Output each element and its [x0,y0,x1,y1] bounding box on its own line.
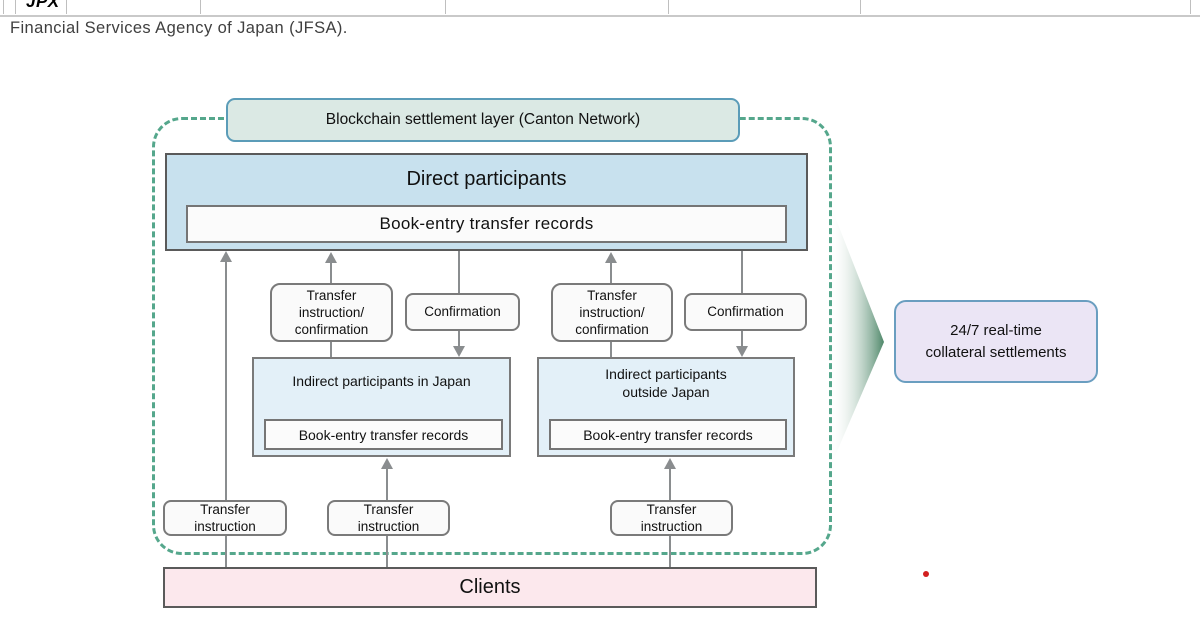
jpx-logo: JPX [26,0,60,11]
transfer-instruction-confirmation-tag-right: Transfer instruction/ confirmation [551,283,673,342]
indirect-japan-title: Indirect participants in Japan [292,373,471,389]
caption-text: Financial Services Agency of Japan (JFSA… [10,19,348,37]
indirect-japan-records-box: Book-entry transfer records [264,419,503,450]
arrowhead-up-icon [664,458,676,469]
table-cell-border [3,0,4,14]
spreadsheet-header-row: JPX [0,0,1200,17]
arrowhead-up-icon [381,458,393,469]
arrowhead-up-icon [325,252,337,263]
confirmation-tag-left: Confirmation [405,293,520,331]
clients-box: Clients [163,567,817,608]
table-cell-border [860,0,861,14]
table-cell-border [15,0,16,14]
rightward-flow-arrow-icon [832,209,884,463]
direct-participants-title: Direct participants [406,168,567,190]
table-cell-border [66,0,67,14]
flow-line-clients-to-direct [225,260,227,570]
red-dot [923,571,929,577]
confirmation-tag-right: Confirmation [684,293,807,331]
transfer-instruction-confirmation-tag-left: Transfer instruction/ confirmation [270,283,393,342]
transfer-instruction-tag-right: Transfer instruction [610,500,733,536]
indirect-outside-records-box: Book-entry transfer records [549,419,787,450]
indirect-participants-japan-box: Indirect participants in Japan Book-entr… [252,357,511,457]
table-cell-border [200,0,201,14]
arrowhead-up-icon [220,251,232,262]
indirect-outside-title: Indirect participants outside Japan [605,366,727,401]
transfer-instruction-tag-middle: Transfer instruction [327,500,450,536]
table-cell-border [1190,0,1191,14]
arrowhead-up-icon [605,252,617,263]
table-cell-border [445,0,446,14]
table-cell-border [668,0,669,14]
arrowhead-down-icon [736,346,748,357]
transfer-instruction-tag-left: Transfer instruction [163,500,287,536]
settlement-layer-header: Blockchain settlement layer (Canton Netw… [226,98,740,142]
indirect-participants-outside-box: Indirect participants outside Japan Book… [537,357,795,457]
arrowhead-down-icon [453,346,465,357]
outcome-box: 24/7 real-time collateral settlements [894,300,1098,383]
direct-book-entry-records-box: Book-entry transfer records [186,205,787,243]
settlement-layer-label: Blockchain settlement layer (Canton Netw… [325,111,641,128]
